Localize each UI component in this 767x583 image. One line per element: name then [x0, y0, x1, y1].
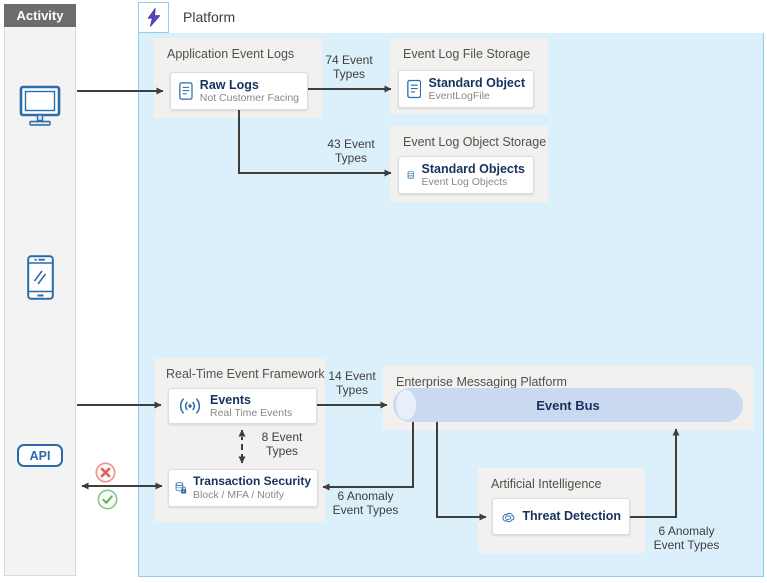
- broadcast-icon: [179, 398, 201, 414]
- lightning-bolt-icon: [147, 8, 160, 27]
- desktop-monitor-icon: [19, 85, 61, 126]
- edge-label-43-event-types: 43 Event Types: [327, 137, 375, 166]
- container-title: Enterprise Messaging Platform: [396, 375, 567, 389]
- database-icon: [407, 170, 414, 180]
- card-title: Events: [210, 392, 251, 407]
- card-title: Standard Objects: [421, 161, 526, 176]
- document-icon: [179, 82, 193, 100]
- card-title: Transaction Security: [192, 474, 311, 489]
- card-subtitle: Real Time Events: [210, 407, 293, 420]
- mobile-phone-icon: [27, 255, 54, 300]
- container-title: Application Event Logs: [167, 47, 295, 61]
- allowed-check-icon: [97, 489, 118, 510]
- edge-label-8-event-types: 8 Event Types: [261, 430, 303, 459]
- card-threat-detection: Threat Detection: [492, 498, 630, 535]
- api-badge: API: [17, 444, 63, 467]
- card-transaction-security: Transaction Security Block / MFA / Notif…: [168, 469, 318, 507]
- edge-label-74-event-types: 74 Event Types: [325, 53, 373, 82]
- database-lock-icon: [175, 482, 187, 494]
- event-bus-label: Event Bus: [536, 397, 600, 413]
- event-bus-cylinder-cap: [396, 390, 416, 420]
- blocked-x-icon: [95, 462, 116, 483]
- platform-title: Platform: [183, 9, 236, 25]
- container-title: Artificial Intelligence: [491, 477, 602, 491]
- edge-label-6-anomaly-to-ts: 6 Anomaly Event Types: [332, 489, 399, 518]
- container-title: Event Log Object Storage: [403, 135, 547, 149]
- platform-header: [138, 2, 764, 33]
- card-title: Threat Detection: [522, 509, 621, 524]
- card-subtitle: Not Customer Facing: [199, 92, 299, 105]
- einstein-scribble-icon: [502, 512, 515, 522]
- card-title: Standard Object: [428, 75, 525, 90]
- edge-label-6-anomaly-to-bus: 6 Anomaly Event Types: [653, 524, 720, 553]
- container-title: Event Log File Storage: [403, 47, 531, 61]
- event-bus: Event Bus: [393, 388, 743, 422]
- card-subtitle: Block / MFA / Notify: [192, 488, 284, 501]
- card-standard-object: Standard Object EventLogFile: [398, 70, 534, 108]
- card-subtitle: Event Log Objects: [421, 176, 508, 189]
- document-icon: [407, 79, 422, 99]
- card-raw-logs: Raw Logs Not Customer Facing: [170, 72, 308, 110]
- card-title: Raw Logs: [199, 77, 259, 92]
- platform-icon-box: [138, 2, 169, 33]
- card-subtitle: EventLogFile: [428, 90, 490, 103]
- container-title: Real-Time Event Framework: [166, 367, 325, 381]
- edge-label-14-event-types: 14 Event Types: [328, 369, 376, 398]
- card-events: Events Real Time Events: [168, 388, 317, 424]
- card-standard-objects: Standard Objects Event Log Objects: [398, 156, 534, 194]
- activity-lane-title: Activity: [4, 4, 76, 27]
